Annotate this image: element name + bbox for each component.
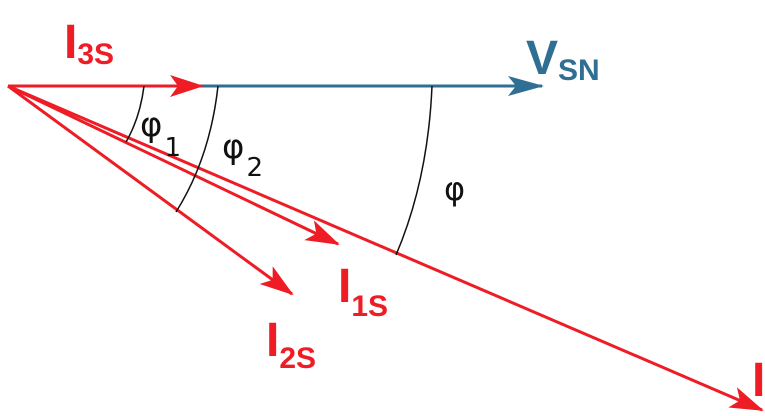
i-total-label: I [752, 354, 765, 407]
phi2-label: φ2 [222, 127, 263, 183]
phi-arc [395, 85, 433, 256]
i1s-vector [7, 84, 340, 246]
i1s-label: I1S [338, 260, 388, 323]
phi1-arc [125, 85, 145, 143]
phi2-arc [175, 85, 219, 213]
vsn-label: VSN [526, 32, 600, 87]
phi-label: φ [444, 170, 465, 208]
i-total-vector [7, 84, 764, 412]
i3s-label: I3S [64, 16, 114, 71]
i2s-vector [7, 84, 294, 296]
phi1-label: φ1 [140, 105, 181, 163]
i2s-label: I2S [266, 314, 316, 375]
